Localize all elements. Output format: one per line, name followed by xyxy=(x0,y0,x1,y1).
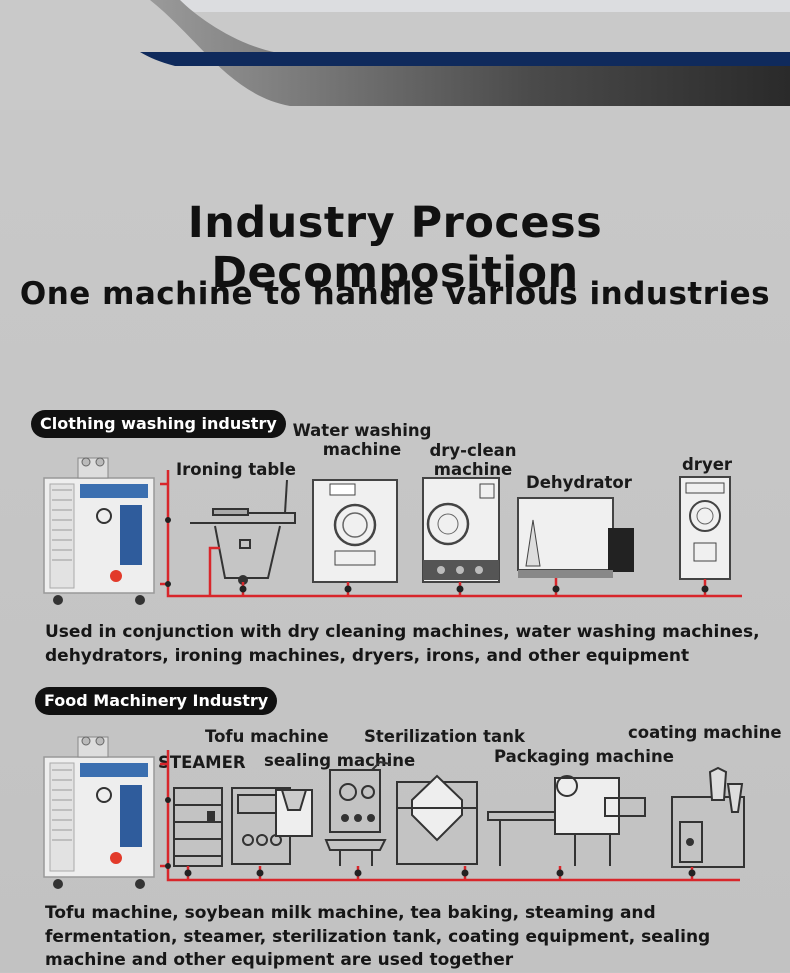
label-dry-clean-machine: dry-clean machine xyxy=(429,441,517,479)
steam-generator-1 xyxy=(43,457,155,605)
packaging-machine-illustration xyxy=(487,775,646,866)
food-description: Tofu machine, soybean milk machine, tea … xyxy=(45,903,711,970)
header-banner xyxy=(0,0,790,110)
steam-generator-2 xyxy=(43,736,155,889)
label-packaging-machine: Packaging machine xyxy=(494,747,674,766)
ironing-table-illustration xyxy=(190,479,296,585)
label-sterilization-tank: Sterilization tank xyxy=(364,727,525,746)
pipe-valves-2 xyxy=(165,797,696,877)
label-steamer: STEAMER xyxy=(158,753,246,772)
label-dryer: dryer xyxy=(682,455,733,474)
label-dehydrator: Dehydrator xyxy=(526,473,632,492)
section-badge-food: Food Machinery Industry xyxy=(35,687,278,715)
label-coating-machine: coating machine xyxy=(628,723,782,742)
sterilization-tank-illustration xyxy=(396,774,478,865)
steamer-illustration xyxy=(173,787,223,867)
sealing-machine-illustration xyxy=(324,760,391,866)
water-washing-machine-illustration xyxy=(312,479,398,583)
label-water-washing-machine: Water washing machine xyxy=(292,421,432,459)
dehydrator-illustration xyxy=(517,497,634,578)
tofu-machine-illustration xyxy=(231,787,313,865)
coating-machine-illustration xyxy=(671,766,745,868)
page-subtitle: One machine to handle various industries xyxy=(19,276,771,312)
section-badge-clothing: Clothing washing industry xyxy=(31,410,286,438)
clothing-description: Used in conjunction with dry cleaning ma… xyxy=(45,622,760,666)
dryer-illustration xyxy=(679,476,731,580)
page-title: Industry Process Decomposition xyxy=(187,198,603,298)
label-tofu-machine: Tofu machine xyxy=(205,727,329,746)
label-ironing-table: Ironing table xyxy=(176,460,296,479)
pipe-valves-1 xyxy=(165,517,709,593)
dry-clean-machine-illustration xyxy=(422,477,500,583)
